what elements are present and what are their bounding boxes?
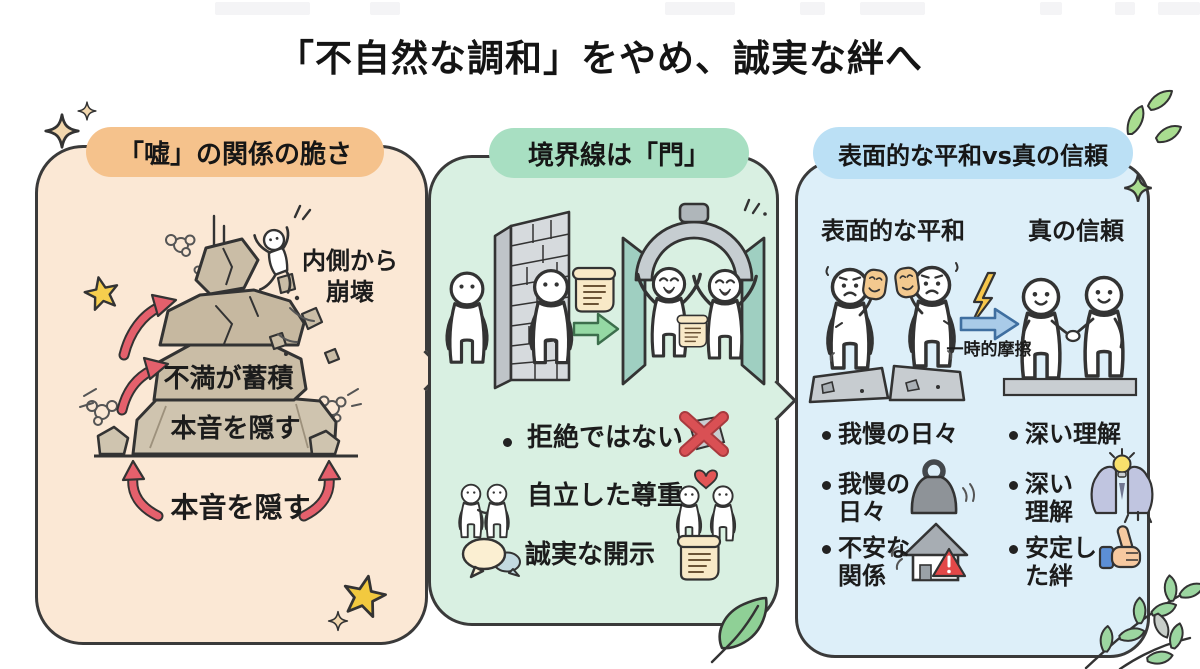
scroll-icon [571, 266, 617, 313]
gate-bullet-3: 誠実な開示 [525, 540, 656, 570]
wall-to-gate-illustration [445, 198, 767, 581]
star-icon [81, 272, 123, 313]
cropped-text-artifact [1040, 2, 1062, 15]
red-curved-arrow-icon [116, 356, 170, 416]
red-cross-icon [679, 411, 729, 457]
handshake-icon [1002, 275, 1138, 397]
panel-gate-header: 境界線は「門」 [489, 128, 749, 178]
weight-icon [910, 459, 975, 515]
lightning-icon [968, 271, 997, 329]
trust-right-bullet-2: 深い理解 [1025, 470, 1073, 526]
cropped-text-artifact [800, 2, 825, 15]
panel-boundary-gate: 境界線は「門」 拒絶ではない 自立した尊重 誠実な開示 [428, 128, 798, 626]
panel-lie-header: 「嘘」の関係の脆さ [86, 127, 384, 177]
bullet-dot [1009, 481, 1018, 490]
red-curved-arrow-icon [118, 293, 178, 361]
panel-lie-relationships: 「嘘」の関係の脆さ 内側から 崩壊 不満が蓄積 本音を隠す 本音を隠す [35, 127, 447, 645]
heads-lightbulb-icon [1090, 448, 1154, 515]
red-up-arrow-icon [298, 459, 342, 522]
panel-peace-vs-trust: 表面的な平和vs真の信頼 表面的な平和 真の信頼 一時的摩擦 我慢の日々 我慢の… [795, 127, 1154, 658]
trust-right-bullet-3: 安定した絆 [1025, 534, 1097, 590]
gate-bullet-2: 自立した尊重 [527, 481, 684, 511]
page-title: 「不自然な調和」をやめ、誠実な絆へ [277, 37, 923, 80]
bullet-dot [503, 438, 512, 447]
house-warning-icon [890, 522, 969, 582]
trust-left-bullet-1: 我慢の日々 [838, 420, 958, 448]
bullet-dot [822, 545, 831, 554]
cropped-text-artifact [1115, 2, 1135, 15]
bullet-dot [822, 431, 831, 440]
people-pair-icon [458, 483, 510, 539]
blue-arrow-icon [959, 307, 1020, 341]
bullet-dot [1009, 431, 1018, 440]
person-falling-icon [253, 226, 292, 294]
people-heart-icon [675, 469, 737, 542]
scroll-icon [676, 534, 722, 581]
gate-bullet-1: 拒絶ではない [527, 423, 684, 453]
trust-right-bullet-1: 深い理解 [1025, 420, 1121, 448]
red-up-arrow-icon [121, 459, 164, 522]
collapse-note-line2: 崩壊 [326, 278, 374, 306]
arrow-label: 一時的摩擦 [946, 340, 1032, 360]
person-icon [445, 271, 489, 364]
gate-arch-icon [621, 198, 767, 386]
cropped-text-artifact [860, 2, 925, 15]
thumbs-up-icon [1098, 510, 1153, 570]
masked-people-icon [808, 262, 966, 404]
left-column-title: 表面的な平和 [821, 217, 965, 245]
cropped-text-artifact [665, 2, 735, 15]
cropped-text-artifact [215, 2, 310, 15]
leaf-cluster-icon [1126, 89, 1182, 144]
cropped-text-artifact [370, 2, 400, 15]
rock-pile-icon [96, 237, 341, 456]
peace-vs-trust-illustration [808, 262, 1154, 582]
cropped-text-artifact [1158, 2, 1200, 15]
collapse-note-line1: 内側から [302, 247, 398, 275]
green-arrow-icon [572, 312, 620, 346]
bullet-dot [1009, 545, 1018, 554]
trust-left-bullet-2: 我慢の日々 [838, 470, 910, 526]
bullet-dot [822, 481, 831, 490]
right-column-title: 真の信頼 [1028, 217, 1124, 245]
scroll-icon [676, 314, 709, 348]
rock-middle-label: 不満が蓄積 [163, 364, 294, 394]
rock-tower-illustration [79, 204, 362, 522]
rock-bottom-label: 本音を隠す [170, 414, 301, 444]
base-label: 本音を隠す [170, 491, 311, 524]
speech-bubbles-icon [461, 537, 521, 579]
trust-left-bullet-3: 不安な関係 [838, 534, 910, 590]
panel-trust-header: 表面的な平和vs真の信頼 [813, 127, 1133, 179]
